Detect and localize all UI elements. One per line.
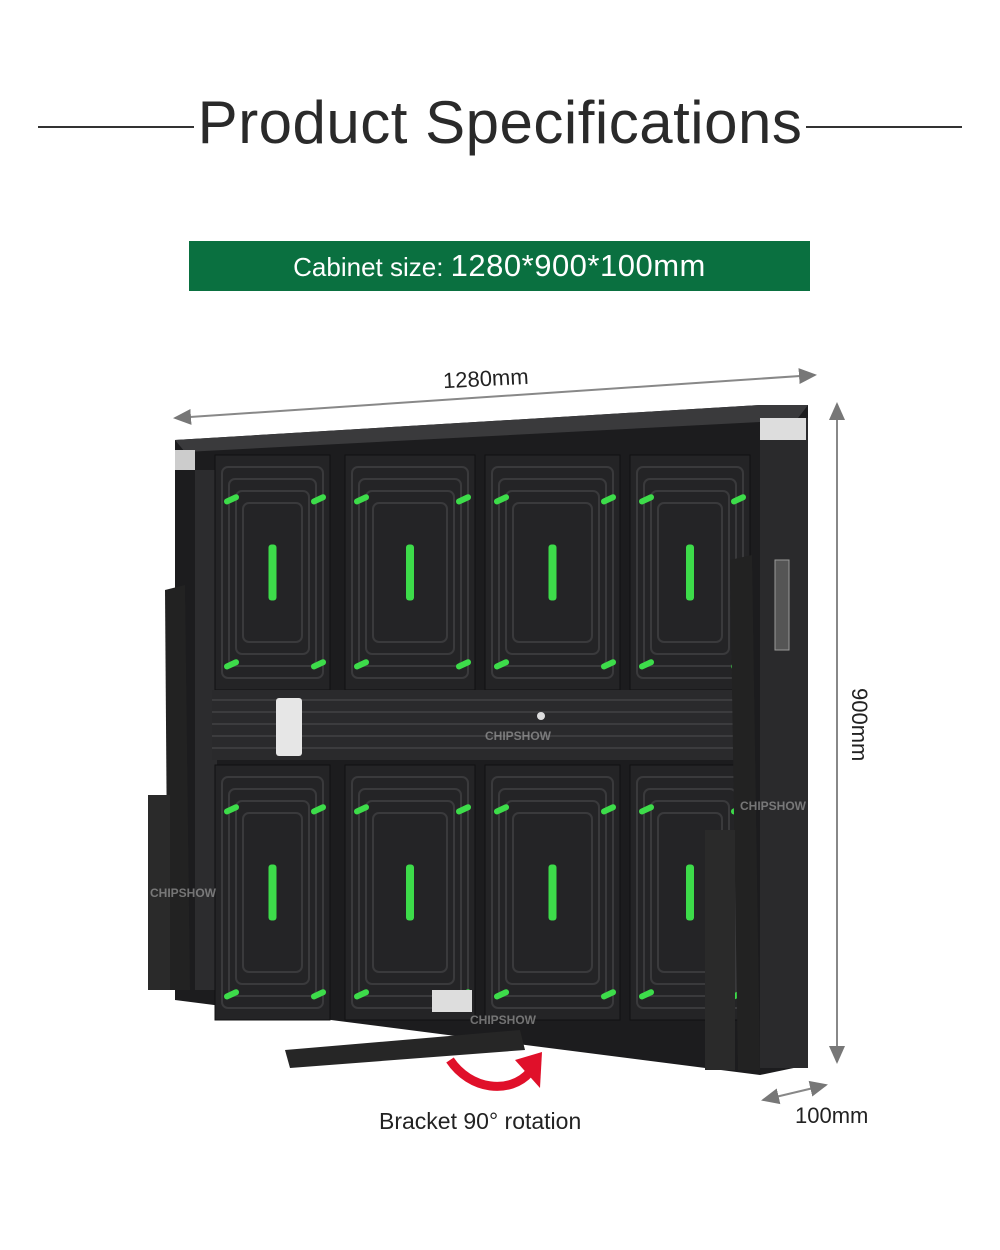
svg-text:CHIPSHOW: CHIPSHOW	[150, 886, 217, 900]
center-beam	[212, 690, 735, 760]
cabinet-size-banner: Cabinet size: 1280*900*100mm	[189, 241, 810, 291]
lock-latch-icon	[493, 989, 510, 1000]
lock-latch-icon	[638, 989, 655, 1000]
depth-label: 100mm	[795, 1103, 869, 1128]
lock-latch-icon	[600, 989, 617, 1000]
handle-icon	[686, 544, 694, 601]
width-arrow	[173, 368, 817, 425]
led-module	[484, 764, 621, 1021]
title-divider-left	[38, 126, 194, 128]
lock-latch-icon	[730, 494, 747, 505]
rotation-caption: Bracket 90° rotation	[379, 1108, 582, 1134]
support-legs	[148, 555, 760, 1070]
lock-latch-icon	[353, 659, 370, 670]
led-module	[344, 764, 476, 1021]
lock-latch-icon	[310, 659, 327, 670]
lock-latch-icon	[638, 804, 655, 815]
lock-latch-icon	[493, 659, 510, 670]
depth-arrow	[761, 1080, 828, 1105]
lock-latch-icon	[493, 494, 510, 505]
handle-icon	[268, 544, 277, 601]
handle-icon	[548, 544, 557, 601]
handle-icon	[406, 544, 414, 601]
led-module	[344, 454, 476, 691]
lock-latch-icon	[455, 804, 472, 815]
lock-latch-icon	[600, 804, 617, 815]
watermark: CHIPSHOW CHIPSHOW CHIPSHOW CHIPSHOW	[150, 729, 807, 1027]
led-module	[629, 454, 751, 691]
lock-latch-icon	[600, 494, 617, 505]
lock-latch-icon	[310, 989, 327, 1000]
height-label: 900mm	[847, 688, 872, 762]
led-module	[214, 454, 331, 691]
lock-latch-icon	[455, 494, 472, 505]
handle-icon	[548, 864, 557, 921]
page-title: Product Specifications	[197, 89, 803, 156]
lock-latch-icon	[223, 659, 240, 670]
lock-latch-icon	[310, 804, 327, 815]
title-row: Product Specifications	[0, 88, 1000, 168]
handle-icon	[686, 864, 694, 921]
rotating-bracket	[285, 1030, 525, 1068]
svg-text:CHIPSHOW: CHIPSHOW	[470, 1013, 537, 1027]
rotation-arrow-icon	[446, 1057, 534, 1091]
lock-latch-icon	[223, 494, 240, 505]
led-module	[214, 764, 331, 1021]
power-switch	[276, 698, 302, 756]
svg-text:CHIPSHOW: CHIPSHOW	[485, 729, 552, 743]
svg-text:CHIPSHOW: CHIPSHOW	[740, 799, 807, 813]
lock-latch-icon	[353, 804, 370, 815]
lock-latch-icon	[223, 804, 240, 815]
banner-label: Cabinet size:	[293, 252, 451, 282]
title-divider-right	[806, 126, 962, 128]
lock-latch-icon	[353, 494, 370, 505]
width-label: 1280mm	[442, 363, 530, 394]
led-module	[484, 454, 621, 691]
lock-latch-icon	[310, 494, 327, 505]
lock-latch-icon	[600, 659, 617, 670]
lock-latch-icon	[353, 989, 370, 1000]
lock-latch-icon	[638, 659, 655, 670]
lock-latch-icon	[493, 804, 510, 815]
lock-latch-icon	[223, 989, 240, 1000]
handle-icon	[268, 864, 277, 921]
banner-value: 1280*900*100mm	[450, 248, 706, 283]
handle-icon	[406, 864, 414, 921]
lock-latch-icon	[455, 659, 472, 670]
lock-latch-icon	[638, 494, 655, 505]
